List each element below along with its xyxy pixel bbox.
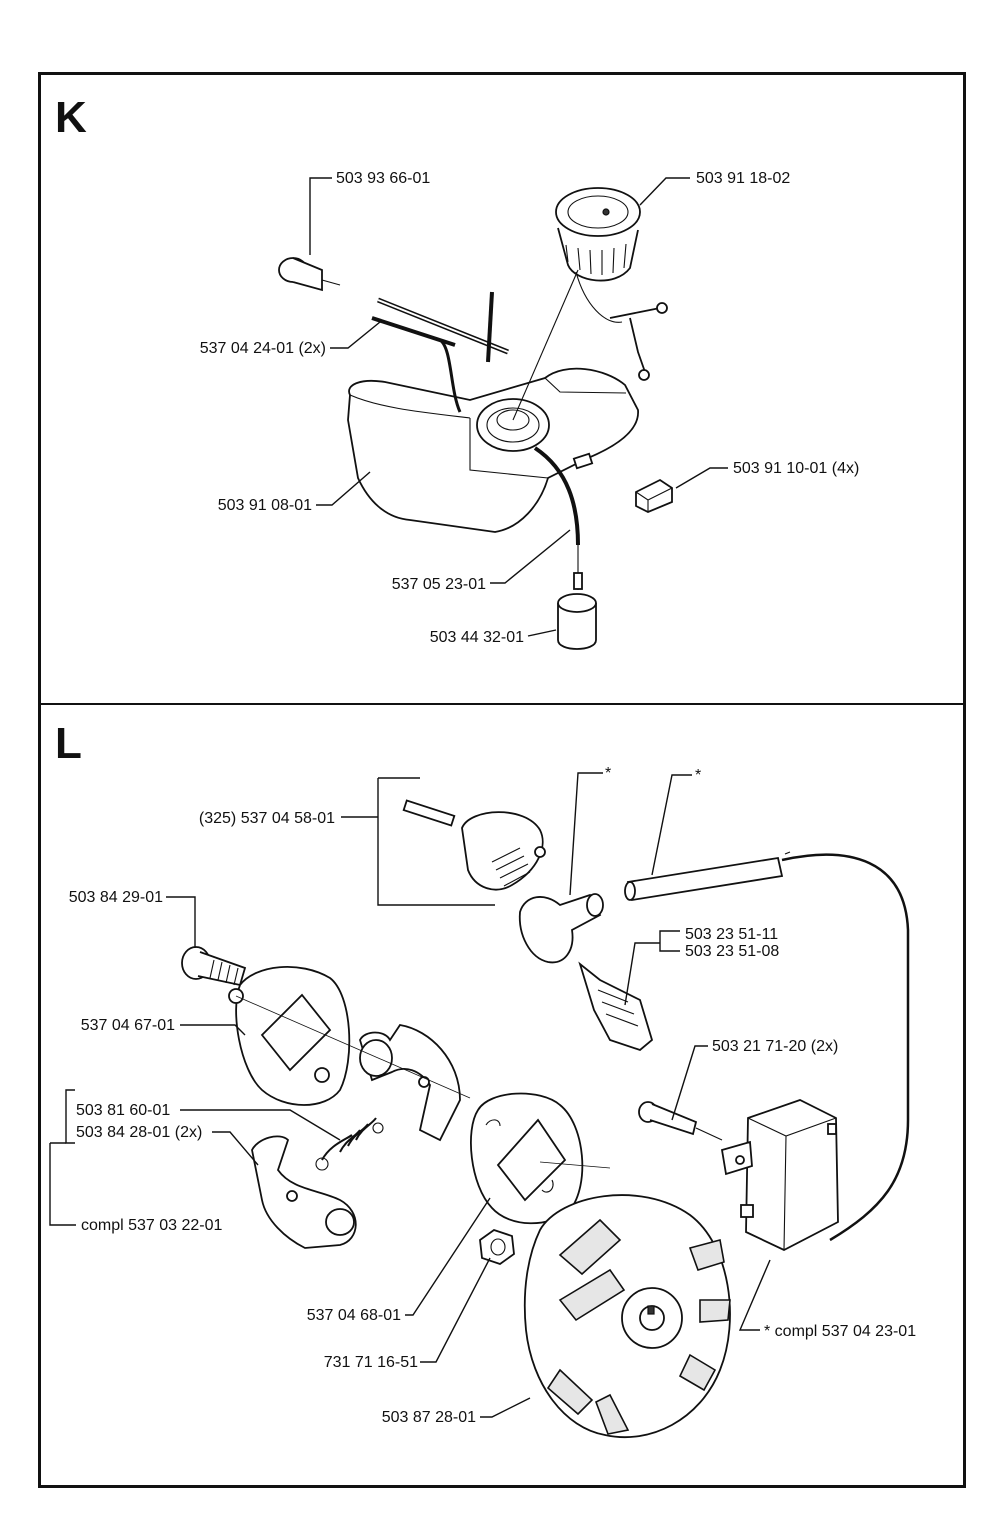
section-letter-k: K (55, 93, 87, 142)
washer-plate-drawing (470, 1092, 584, 1225)
label-spark-plug-a: 503 23 51-11 (685, 926, 778, 943)
nut-drawing (479, 1229, 515, 1265)
diagram-frame (38, 72, 966, 1488)
label-bolt: 503 84 29-01 (69, 889, 163, 906)
cover-drawing (402, 799, 546, 891)
label-fuel-hose: 537 05 23-01 (392, 576, 486, 593)
ignition-screw-drawing (638, 1101, 723, 1141)
section-letter-l: L (55, 719, 82, 768)
label-washer-plate: 537 04 68-01 (307, 1307, 401, 1324)
label-spark-plug-b: 503 23 51-08 (685, 943, 779, 960)
label-fuel-filter: 503 44 32-01 (430, 629, 524, 646)
label-star-2: * (695, 767, 701, 784)
ignition-module-drawing (720, 1099, 839, 1252)
clutch-plate-drawing (228, 966, 351, 1106)
label-ignition-screw: 503 21 71-20 (2x) (712, 1038, 838, 1055)
label-shoe: 503 84 28-01 (2x) (76, 1124, 202, 1141)
bolt-drawing (181, 946, 247, 987)
label-nut: 731 71 16-51 (324, 1354, 418, 1371)
label-damper: 503 91 10-01 (4x) (733, 460, 859, 477)
flywheel-drawing (523, 1194, 731, 1439)
primer-bulb-drawing (278, 257, 341, 292)
label-fuel-tank: 503 91 08-01 (218, 497, 312, 514)
label-primer-bulb: 503 93 66-01 (336, 170, 430, 187)
label-cover: (325) 537 04 58-01 (199, 810, 335, 827)
spring-drawing (315, 1117, 384, 1171)
label-fuel-hose-pair: 537 04 24-01 (2x) (200, 340, 326, 357)
damper-drawing (635, 478, 673, 513)
label-ignition-compl: * compl 537 04 23-01 (764, 1323, 916, 1340)
plug-cap-drawing (518, 851, 910, 1242)
label-star-1: * (605, 765, 611, 782)
label-clutch-compl: compl 537 03 22-01 (81, 1217, 223, 1234)
label-spring: 503 81 60-01 (76, 1102, 170, 1119)
clutch-shoe-lower-drawing (251, 1135, 357, 1249)
fuel-tank-drawing (347, 367, 639, 533)
section-l-drawing: (325) 537 04 58-01 * * 503 84 29-01 503 … (49, 765, 916, 1439)
fuel-hoses-drawing (371, 269, 580, 546)
section-divider (38, 703, 966, 705)
spark-plug-drawing (578, 961, 654, 1052)
clutch-shoe-upper-drawing (359, 1024, 461, 1142)
label-flywheel: 503 87 28-01 (382, 1409, 476, 1426)
fuel-filter-drawing (557, 545, 597, 650)
label-clutch-plate: 537 04 67-01 (81, 1017, 175, 1034)
section-k-drawing: 503 93 66-01 503 91 18-02 537 04 24-01 (… (200, 170, 859, 650)
fuel-cap-drawing (555, 187, 668, 381)
label-fuel-cap: 503 91 18-02 (696, 170, 790, 187)
